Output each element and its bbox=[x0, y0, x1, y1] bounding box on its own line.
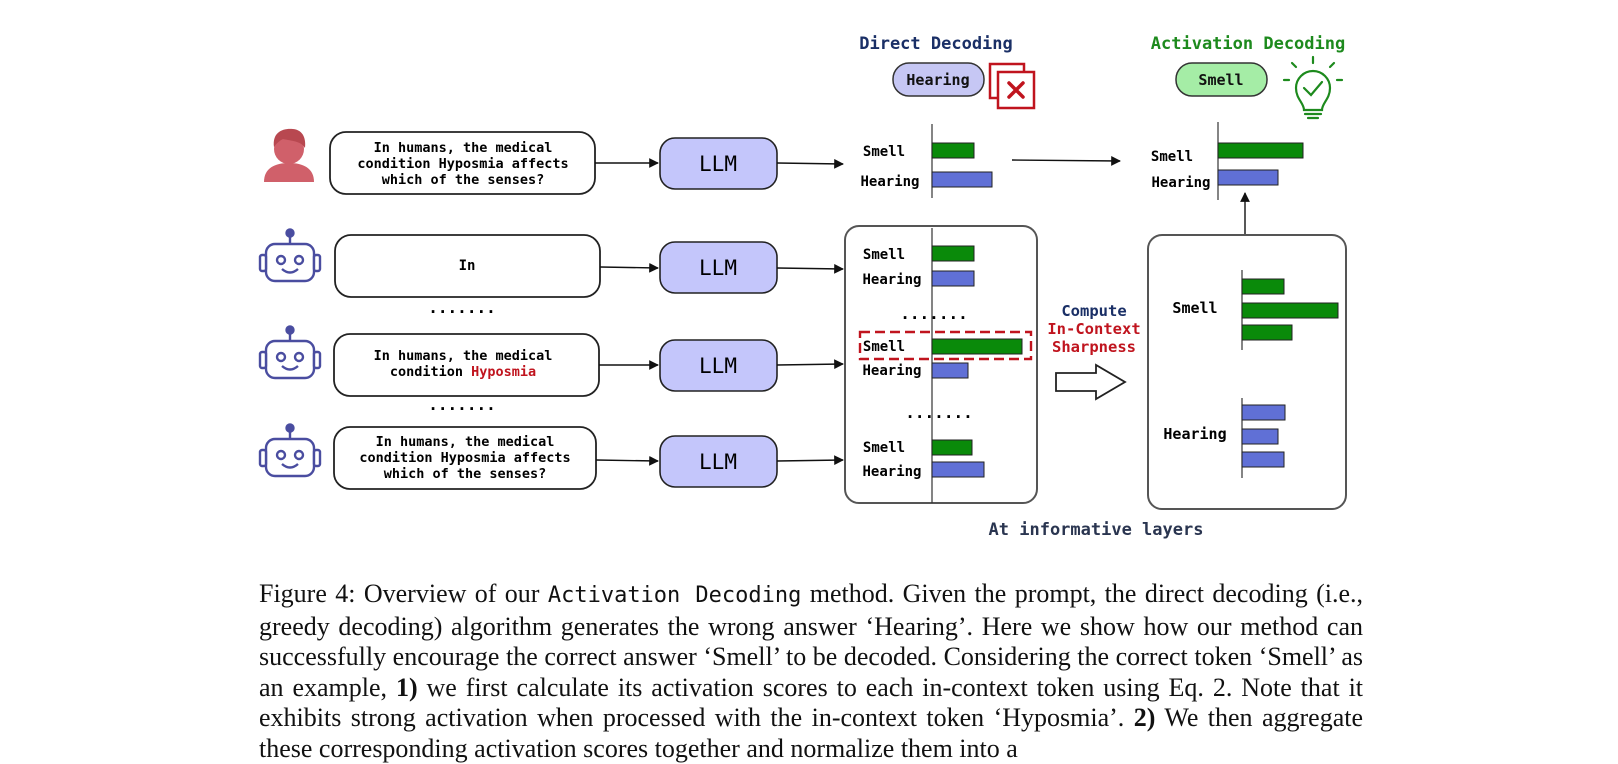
direct-answer-label: Hearing bbox=[906, 71, 969, 89]
hyposmia-highlight: Hyposmia bbox=[471, 364, 536, 380]
caption-step-number: 2) bbox=[1133, 703, 1156, 732]
user-prompt-line1: In humans, the medical bbox=[374, 140, 553, 156]
sharp-activation-highlight bbox=[858, 330, 1033, 361]
caption-text: method can successfully encourage the co… bbox=[259, 611, 1364, 672]
direct-decoding-title: Direct Decoding bbox=[859, 34, 1013, 54]
robot-icon bbox=[258, 423, 322, 478]
activation-answer-pill bbox=[1175, 62, 1268, 97]
compute-label: Compute bbox=[1061, 302, 1126, 320]
llm-box bbox=[659, 339, 778, 392]
arrow bbox=[776, 455, 844, 466]
robot-prompt-line: which of the senses? bbox=[384, 466, 547, 482]
llm-label: LLM bbox=[699, 450, 737, 474]
robot-icon bbox=[258, 325, 322, 380]
smell-bar bbox=[931, 245, 975, 262]
token-smell-label: Smell bbox=[863, 339, 905, 355]
caption-text: Eq. 2. Note that it exhibits strong acti… bbox=[259, 672, 1364, 733]
activation-answer-label: Smell bbox=[1198, 71, 1243, 89]
llm-box bbox=[659, 241, 778, 294]
informative-layers-label: At informative layers bbox=[989, 520, 1204, 540]
token-hearing-label: Hearing bbox=[1151, 175, 1210, 191]
robot-prompt-line: condition Hyposmia bbox=[390, 364, 536, 380]
robot-prompt-box bbox=[334, 234, 601, 298]
hearing-bar bbox=[931, 270, 975, 287]
figure-diagram: Direct Decoding Activation Decoding Hear… bbox=[258, 34, 1347, 540]
user-prompt-line3: which of the senses? bbox=[382, 172, 545, 188]
hearing-bar bbox=[1217, 169, 1279, 186]
smell-bar bbox=[1241, 324, 1293, 341]
caption-text: we first calculate its activation scores… bbox=[417, 672, 1160, 702]
caption-text: Figure 4: Overview of our bbox=[259, 579, 548, 608]
in-context-label: In-Context bbox=[1047, 320, 1140, 338]
caption-step-number: 1) bbox=[395, 672, 418, 702]
hearing-bar bbox=[931, 171, 993, 188]
arrow bbox=[1011, 156, 1121, 166]
robot-prompt-box bbox=[333, 426, 597, 490]
hearing-bar bbox=[931, 461, 985, 478]
direct-answer-pill bbox=[892, 62, 985, 97]
token-hearing-label: Hearing bbox=[860, 174, 919, 190]
robot-prompt-line: In humans, the medical bbox=[374, 348, 553, 364]
robot-icon bbox=[258, 228, 322, 283]
smell-bar bbox=[931, 439, 973, 456]
token-smell-label: Smell bbox=[1172, 299, 1217, 317]
arrow bbox=[776, 158, 844, 169]
token-smell-label: Smell bbox=[1151, 149, 1193, 165]
ellipsis: ....... bbox=[428, 298, 495, 317]
sharpness-label: Sharpness bbox=[1052, 338, 1136, 356]
smell-bar bbox=[1217, 142, 1304, 159]
caption-text: (i.e., greedy decoding) algorithm genera… bbox=[259, 579, 1364, 641]
arrow bbox=[595, 455, 659, 466]
arrow bbox=[599, 262, 659, 273]
smell-bar bbox=[931, 142, 975, 159]
wrong-answer-icon bbox=[988, 62, 1036, 110]
robot-prompt-line: condition Hyposmia affects bbox=[359, 450, 570, 466]
hearing-bar bbox=[931, 362, 969, 379]
token-hearing-label: Hearing bbox=[862, 363, 921, 379]
robot-prompt-line: In bbox=[459, 258, 476, 274]
lightbulb-icon bbox=[1282, 55, 1344, 120]
user-prompt-line2: condition Hyposmia affects bbox=[357, 156, 568, 172]
robot-prompt-line: In humans, the medical bbox=[376, 434, 555, 450]
llm-label: LLM bbox=[699, 354, 737, 378]
hearing-bar bbox=[1241, 404, 1286, 421]
hearing-bar bbox=[1241, 451, 1285, 468]
hearing-bar bbox=[1241, 428, 1279, 445]
figure-caption: Figure 4: Overview of our Activation Dec… bbox=[259, 579, 1363, 764]
smell-bar bbox=[1241, 302, 1339, 319]
caption-text: method. Given the prompt, the direct dec… bbox=[801, 579, 1308, 608]
activation-decoding-title: Activation Decoding bbox=[1151, 34, 1345, 54]
token-smell-label: Smell bbox=[863, 440, 905, 456]
smell-bar bbox=[931, 338, 1023, 355]
token-hearing-label: Hearing bbox=[862, 464, 921, 480]
aggregation-panel bbox=[1147, 234, 1347, 510]
token-smell-label: Smell bbox=[863, 144, 905, 160]
token-hearing-label: Hearing bbox=[862, 272, 921, 288]
llm-label: LLM bbox=[699, 256, 737, 280]
ellipsis: ....... bbox=[905, 403, 972, 422]
arrow bbox=[776, 359, 844, 370]
arrow bbox=[776, 263, 844, 274]
hollow-arrow bbox=[1055, 363, 1127, 401]
token-smell-label: Smell bbox=[863, 247, 905, 263]
llm-box bbox=[659, 435, 778, 488]
user-icon bbox=[264, 128, 314, 182]
token-hearing-label: Hearing bbox=[1163, 425, 1226, 443]
caption-code: Activation Decoding bbox=[547, 583, 802, 608]
smell-bar bbox=[1241, 278, 1285, 295]
ellipsis: ....... bbox=[900, 304, 967, 323]
llm-label: LLM bbox=[699, 152, 737, 176]
caption-text: token ‘Smell’ as an example, bbox=[259, 642, 1363, 702]
ellipsis: ....... bbox=[428, 395, 495, 414]
